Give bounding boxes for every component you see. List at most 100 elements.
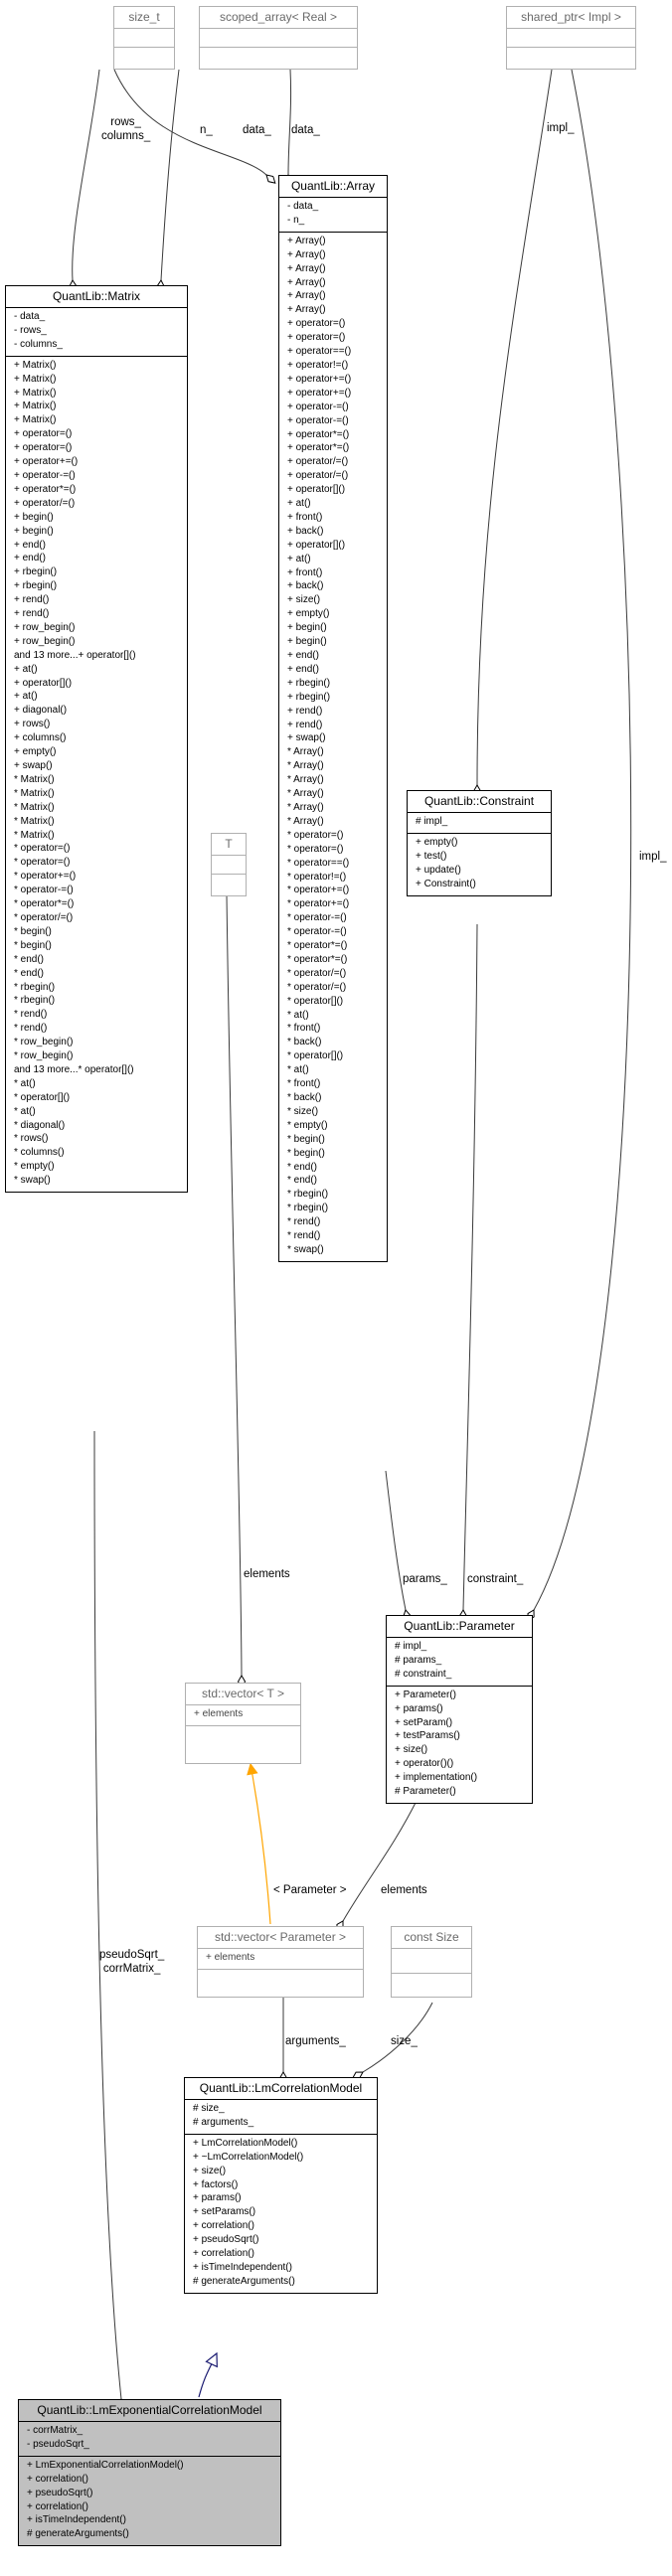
edge-label-pseudo-corr: pseudoSqrt_ corrMatrix_ (99, 1949, 165, 1975)
method-item: + rows() (14, 719, 51, 730)
method-item: + pseudoSqrt() (193, 2234, 259, 2246)
class-vector-t[interactable]: std::vector< T > + elements (185, 1683, 301, 1764)
method-item: + Parameter() (395, 1689, 456, 1700)
empty-methods (507, 48, 635, 66)
method-item: + rend() (14, 608, 50, 620)
attribute-item: # size_ (193, 2103, 225, 2114)
edge-parameter-vector (343, 1798, 419, 1921)
method-item: * Array() (287, 801, 324, 813)
method-item: + operator/=() (14, 497, 76, 509)
class-shared-ptr[interactable]: shared_ptr< Impl > (506, 6, 636, 70)
method-item: + operator[]() (14, 677, 73, 689)
method-item: * begin() (287, 1133, 325, 1145)
class-lm-correlation-model[interactable]: QuantLib::LmCorrelationModel # size_# ar… (184, 2077, 378, 2294)
class-parameter[interactable]: QuantLib::Parameter # impl_# params_# co… (386, 1615, 533, 1804)
method-item: + front() (287, 511, 323, 523)
empty-attributes (114, 29, 174, 48)
method-item: * diagonal() (14, 1119, 66, 1131)
method-item: * Matrix() (14, 801, 55, 813)
method-item: + diagonal() (14, 705, 68, 717)
method-item: * row_begin() (14, 1050, 74, 1062)
method-item: * rbegin() (287, 1203, 329, 1214)
class-const-size[interactable]: const Size (391, 1926, 472, 1998)
class-title: QuantLib::Constraint (408, 791, 551, 813)
class-vector-parameter[interactable]: std::vector< Parameter > + elements (197, 1926, 364, 1998)
method-item: * operator=() (287, 829, 344, 841)
method-item: + operator*=() (14, 483, 77, 495)
edge-label-size: size_ (391, 2035, 418, 2047)
class-size-t[interactable]: size_t (113, 6, 175, 70)
class-title: QuantLib::Parameter (387, 1616, 532, 1638)
method-item: + back() (287, 525, 324, 537)
edge-const-size-lmcorr (363, 2002, 433, 2072)
method-item: + operator*=() (287, 428, 350, 440)
method-item: + operator[]() (287, 484, 346, 496)
method-item: + testParams() (395, 1730, 460, 1742)
method-item: + Matrix() (14, 359, 57, 371)
edge-label-template-parameter: < Parameter > (273, 1884, 347, 1896)
attribute-item: - pseudoSqrt_ (27, 2438, 89, 2450)
method-item: * begin() (14, 925, 52, 937)
method-item: + rbegin() (287, 691, 331, 703)
method-item: * operator*=() (287, 953, 348, 965)
class-lm-exponential-correlation-model[interactable]: QuantLib::LmExponentialCorrelationModel … (18, 2399, 281, 2547)
class-title: const Size (392, 1927, 471, 1949)
method-item: * operator+=() (287, 898, 350, 910)
method-item: * at() (287, 1064, 309, 1076)
attribute-item: # impl_ (395, 1641, 427, 1652)
class-scoped-array[interactable]: scoped_array< Real > (199, 6, 358, 70)
method-item: + pseudoSqrt() (27, 2487, 93, 2498)
method-item: + operator=() (14, 442, 73, 454)
method-item: * rbegin() (14, 981, 56, 993)
method-item: # generateArguments() (193, 2275, 295, 2287)
method-item: + setParams() (193, 2206, 256, 2218)
method-item: + operator()() (395, 1758, 454, 1770)
method-item: * size() (287, 1105, 319, 1117)
method-item: * rend() (14, 1023, 48, 1035)
method-item: + Matrix() (14, 401, 57, 412)
method-item: * end() (14, 953, 45, 965)
class-array[interactable]: QuantLib::Array - data_- n_ + Array()+ A… (278, 175, 388, 1262)
method-item: + isTimeIndependent() (27, 2514, 126, 2526)
method-item: + operator-=() (14, 469, 76, 481)
method-item: * rend() (14, 1009, 48, 1021)
methods-section: + LmCorrelationModel()+ ~LmCorrelationMo… (185, 2135, 377, 2293)
class-t[interactable]: T (211, 833, 247, 896)
method-item: * back() (287, 1037, 322, 1048)
method-item: * at() (14, 1105, 36, 1117)
edge-t-vector (226, 893, 242, 1676)
method-item: * Matrix() (14, 815, 55, 827)
methods-section: + LmExponentialCorrelationModel()+ corre… (19, 2457, 280, 2545)
attribute-item: - data_ (14, 311, 46, 322)
attributes-section: - data_- rows_- columns_ (6, 308, 187, 357)
method-item: # Parameter() (395, 1786, 456, 1798)
class-title: size_t (114, 7, 174, 29)
method-item: + ~LmCorrelationModel() (193, 2151, 304, 2163)
empty-attributes (200, 29, 357, 48)
empty-attributes (212, 856, 246, 875)
method-item: + rend() (287, 705, 323, 717)
edge-scoped-array-array (288, 69, 291, 175)
empty-methods (392, 1974, 471, 1992)
class-title: QuantLib::LmCorrelationModel (185, 2078, 377, 2100)
empty-methods (114, 48, 174, 66)
attribute-item: - data_ (287, 201, 319, 212)
method-item: * operator==() (287, 857, 350, 869)
method-item: + update() (416, 864, 461, 876)
method-item: * operator[]() (287, 995, 344, 1007)
method-item: + operator-=() (287, 401, 349, 412)
attributes-section: # impl_# params_# constraint_ (387, 1638, 532, 1687)
class-matrix[interactable]: QuantLib::Matrix - data_- rows_- columns… (5, 285, 188, 1194)
attributes-section: - corrMatrix_- pseudoSqrt_ (19, 2422, 280, 2457)
class-constraint[interactable]: QuantLib::Constraint # impl_ + empty()+ … (407, 790, 552, 896)
method-item: + row_begin() (14, 621, 76, 633)
method-item: * rbegin() (14, 995, 56, 1007)
method-item: + operator=() (14, 428, 73, 440)
method-item: + params() (395, 1702, 443, 1714)
method-item: * rend() (287, 1230, 321, 1242)
method-item: + operator[]() (287, 539, 346, 551)
edge-size-t-array (113, 69, 266, 175)
method-item: + end() (14, 539, 46, 551)
method-item: * Array() (287, 788, 324, 800)
method-item: + empty() (287, 608, 330, 620)
